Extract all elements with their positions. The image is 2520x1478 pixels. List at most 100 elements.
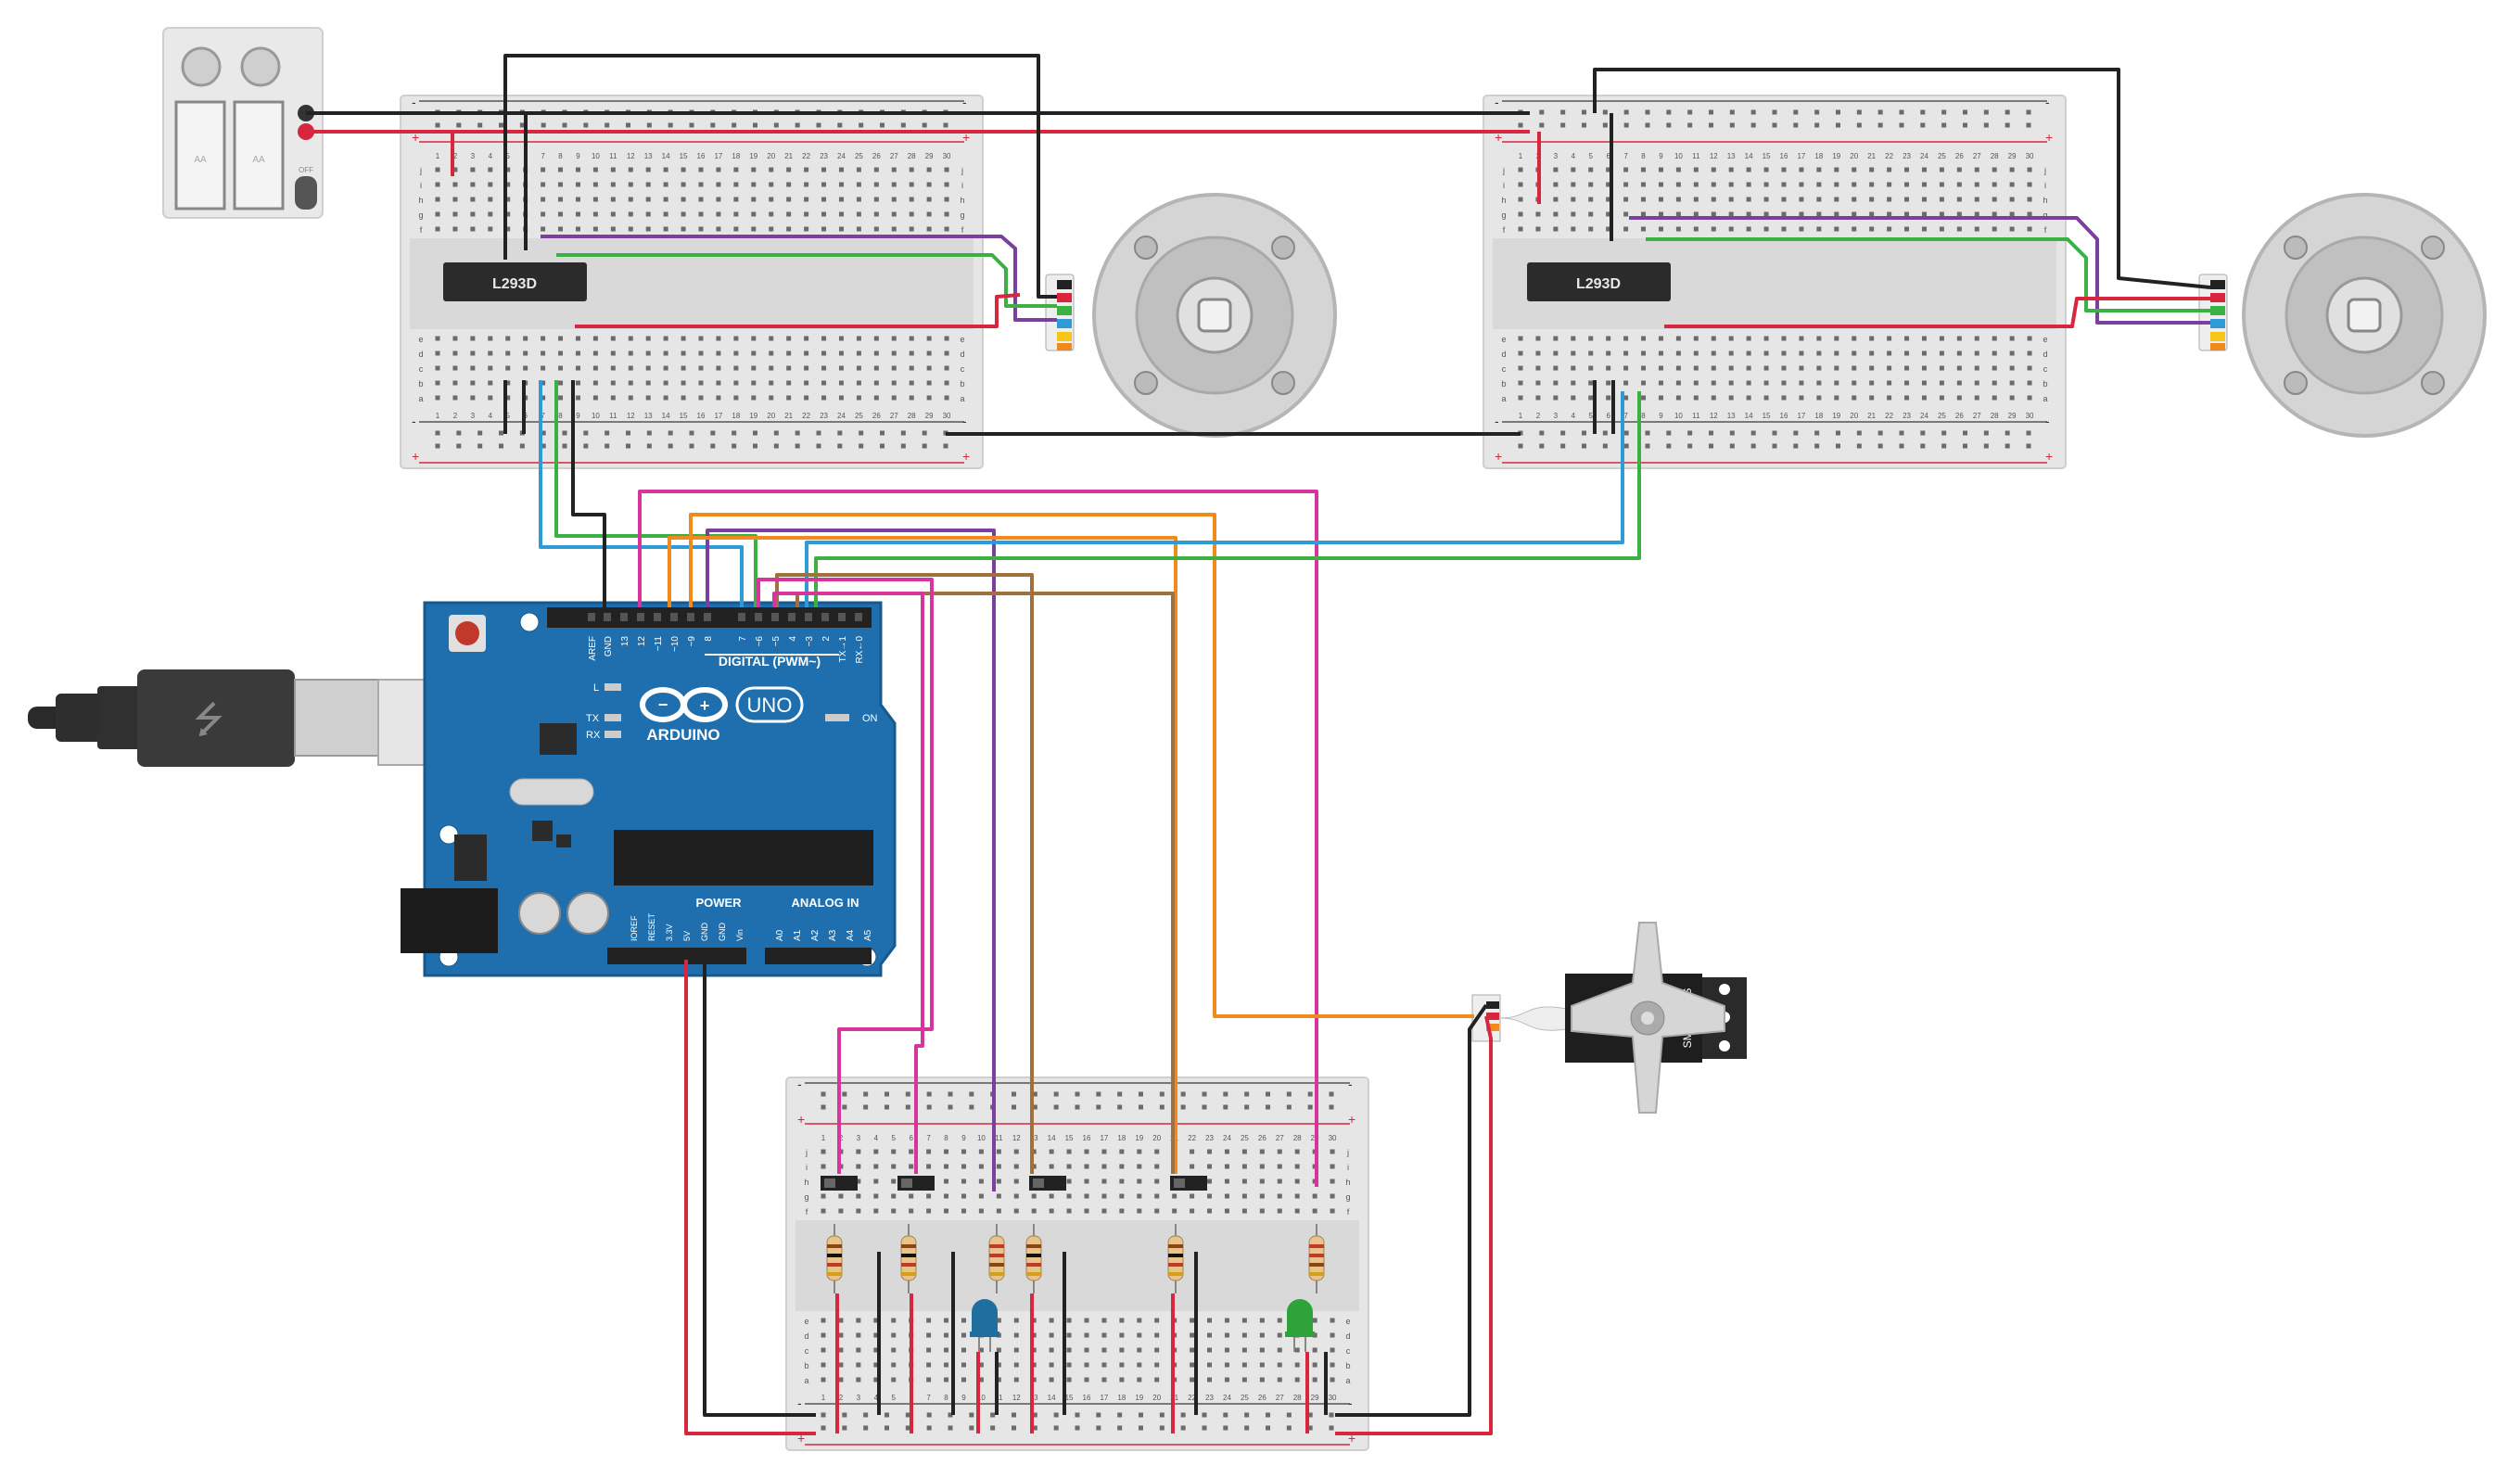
battery-cap-left-icon <box>181 46 222 87</box>
power-pin-label: 3.3V <box>665 924 674 941</box>
column-number: 3 <box>1554 152 1559 160</box>
column-number: 20 <box>1850 152 1858 160</box>
row-letter: i <box>420 181 422 190</box>
wire[interactable] <box>757 578 934 1174</box>
digital-pin-socket[interactable] <box>670 613 678 621</box>
row-letter: d <box>418 350 423 359</box>
column-number: 18 <box>1117 1394 1126 1402</box>
digital-pin-socket[interactable] <box>755 613 762 621</box>
digital-pin-socket[interactable] <box>704 613 711 621</box>
l293d-chip-left[interactable]: L293D <box>443 262 587 301</box>
column-number: 5 <box>1589 412 1594 420</box>
row-letter: j <box>2043 166 2046 175</box>
column-number: 22 <box>1885 412 1893 420</box>
wire[interactable] <box>541 235 1057 322</box>
digital-pin-socket[interactable] <box>687 613 694 621</box>
led[interactable] <box>972 1299 998 1335</box>
dc-motor-left[interactable] <box>1045 193 1337 438</box>
column-number: 8 <box>944 1394 948 1402</box>
rail-symbol: + <box>1495 130 1502 145</box>
wire[interactable] <box>1335 1015 1493 1435</box>
column-number: 17 <box>1797 152 1805 160</box>
power-pin-label: GND <box>700 923 709 942</box>
wire[interactable] <box>689 513 1474 1018</box>
dc-motor-right[interactable] <box>2198 193 2487 438</box>
row-letter: a <box>804 1376 808 1385</box>
wire[interactable] <box>554 380 757 607</box>
digital-pin-socket[interactable] <box>654 613 661 621</box>
column-number: 9 <box>576 152 580 160</box>
row-letter: b <box>418 379 423 389</box>
wire[interactable] <box>703 960 816 1417</box>
column-number: 29 <box>2008 412 2017 420</box>
row-letter: e <box>804 1317 808 1326</box>
servo-motor[interactable]: SM-S2309S <box>1471 922 1747 1114</box>
wire[interactable] <box>503 54 1057 299</box>
column-number: 11 <box>995 1134 1003 1142</box>
digital-pin-socket[interactable] <box>805 613 812 621</box>
digital-pin-socket[interactable] <box>821 613 829 621</box>
wire[interactable] <box>1593 68 2211 289</box>
breadboard-bottom[interactable]: --++--++11223344556677889910101111121213… <box>785 1077 1369 1451</box>
analog-pin-label: A0 <box>775 929 785 941</box>
column-number: 15 <box>1763 412 1771 420</box>
rail-symbol: - <box>1348 1077 1353 1091</box>
row-letter: c <box>805 1346 809 1356</box>
wire[interactable] <box>1664 297 2210 328</box>
wire[interactable] <box>795 592 1175 1174</box>
rail-symbol: - <box>1348 1395 1353 1410</box>
wire[interactable] <box>775 573 1034 1174</box>
column-number: 1 <box>821 1394 826 1402</box>
battery-pack[interactable]: AA AA OFF <box>162 27 324 219</box>
column-number: 30 <box>1329 1134 1337 1142</box>
led[interactable] <box>1287 1299 1313 1335</box>
reset-button[interactable] <box>455 621 479 645</box>
wire[interactable] <box>706 529 996 1191</box>
column-number: 17 <box>714 152 722 160</box>
digital-pin-socket[interactable] <box>738 613 745 621</box>
digital-pin-label: 2 <box>821 636 832 642</box>
row-letter: i <box>961 181 963 190</box>
column-number: 1 <box>436 412 440 420</box>
column-number: 4 <box>489 412 493 420</box>
column-number: 21 <box>784 152 793 160</box>
l293d-chip-right[interactable]: L293D <box>1527 262 1671 301</box>
row-letter: j <box>805 1148 808 1157</box>
wire[interactable] <box>571 380 606 607</box>
battery-switch[interactable] <box>295 176 317 210</box>
column-number: 8 <box>944 1134 948 1142</box>
column-number: 26 <box>872 152 881 160</box>
wire[interactable] <box>668 536 1177 1174</box>
digital-pin-socket[interactable] <box>838 613 846 621</box>
column-number: 28 <box>1293 1134 1302 1142</box>
wire[interactable] <box>1629 216 2210 325</box>
column-number: 9 <box>961 1394 966 1402</box>
digital-pin-socket[interactable] <box>588 613 595 621</box>
wire[interactable] <box>556 253 1057 308</box>
usb-cable[interactable]: ⭍ <box>28 669 490 767</box>
row-letter: h <box>960 196 964 205</box>
digital-pin-socket[interactable] <box>788 613 795 621</box>
wire[interactable] <box>814 391 1641 607</box>
wire[interactable] <box>1646 237 2210 312</box>
column-number: 7 <box>541 412 545 420</box>
digital-pin-socket[interactable] <box>604 613 611 621</box>
wire[interactable] <box>772 592 924 1174</box>
column-number: 9 <box>576 412 580 420</box>
wire[interactable] <box>1335 1003 1488 1417</box>
wire[interactable] <box>638 490 1318 1187</box>
power-pin-label: 5V <box>682 931 692 941</box>
digital-pin-socket[interactable] <box>620 613 628 621</box>
wire[interactable] <box>684 960 816 1435</box>
digital-pin-socket[interactable] <box>855 613 862 621</box>
rail-symbol: + <box>797 1112 805 1127</box>
digital-pin-label: RX←0 <box>855 636 865 664</box>
column-number: 20 <box>1152 1394 1161 1402</box>
rail-symbol: - <box>1495 414 1499 428</box>
power-jack[interactable] <box>401 888 498 953</box>
digital-pin-socket[interactable] <box>771 613 779 621</box>
wire[interactable] <box>575 293 1021 328</box>
row-letter: b <box>2043 379 2047 389</box>
digital-pin-socket[interactable] <box>637 613 644 621</box>
